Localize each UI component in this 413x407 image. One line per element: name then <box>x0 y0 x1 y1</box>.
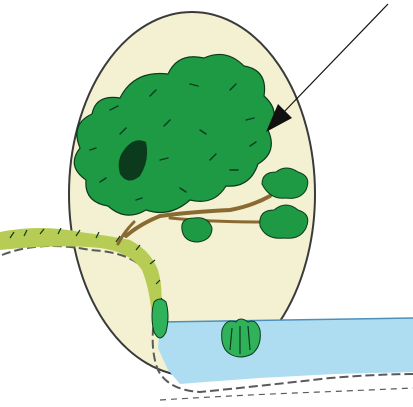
leaf-cluster-middle <box>182 218 212 242</box>
reeds <box>222 319 261 357</box>
leaf-cluster-upper <box>262 168 308 198</box>
bank-vegetation <box>152 299 168 338</box>
